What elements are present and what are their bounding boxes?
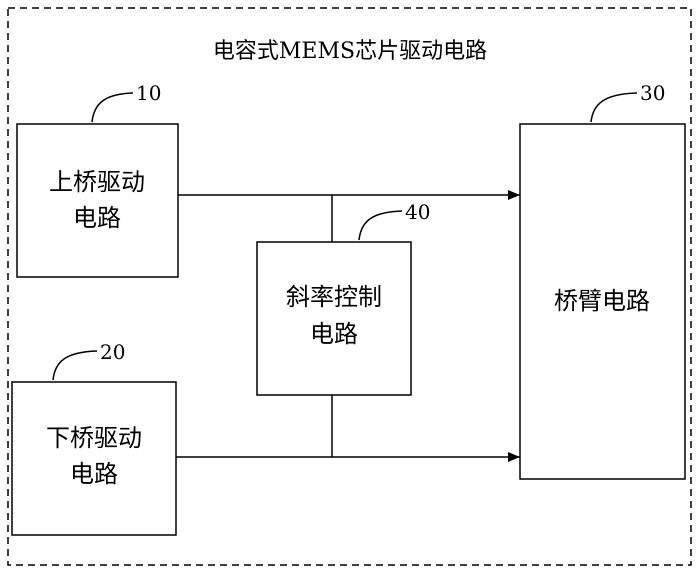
upper-bridge-driver-label-line1: 上桥驱动 <box>49 168 145 196</box>
upper-bridge-driver-ref: 10 <box>136 81 161 105</box>
slope-control-block: 斜率控制 电路 <box>256 241 412 396</box>
lower-bridge-driver-label-line2: 电路 <box>70 460 118 488</box>
outer-dashed-frame <box>7 7 692 566</box>
diagram-title: 电容式MEMS芯片驱动电路 <box>213 39 487 64</box>
upper-bridge-driver-ref-leader <box>91 92 134 123</box>
bridge-arm-ref: 30 <box>640 81 665 105</box>
lower-bridge-driver-block: 下桥驱动 电路 <box>11 381 177 536</box>
bridge-arm-block: 桥臂电路 <box>519 123 686 480</box>
lower-bridge-driver-ref-leader <box>52 350 98 381</box>
upper-bridge-driver-block: 上桥驱动 电路 <box>16 123 179 278</box>
slope-control-ref-leader <box>358 210 403 241</box>
bridge-arm-label: 桥臂电路 <box>554 287 650 315</box>
lower-bridge-driver-ref: 20 <box>100 340 125 364</box>
slope-control-ref: 40 <box>405 200 430 224</box>
slope-control-label-line2: 电路 <box>310 320 358 348</box>
lower-bridge-driver-label-line1: 下桥驱动 <box>46 424 142 452</box>
bridge-arm-ref-leader <box>590 92 638 123</box>
slope-control-label-line1: 斜率控制 <box>286 283 382 311</box>
upper-bridge-driver-label-line2: 电路 <box>73 204 121 232</box>
